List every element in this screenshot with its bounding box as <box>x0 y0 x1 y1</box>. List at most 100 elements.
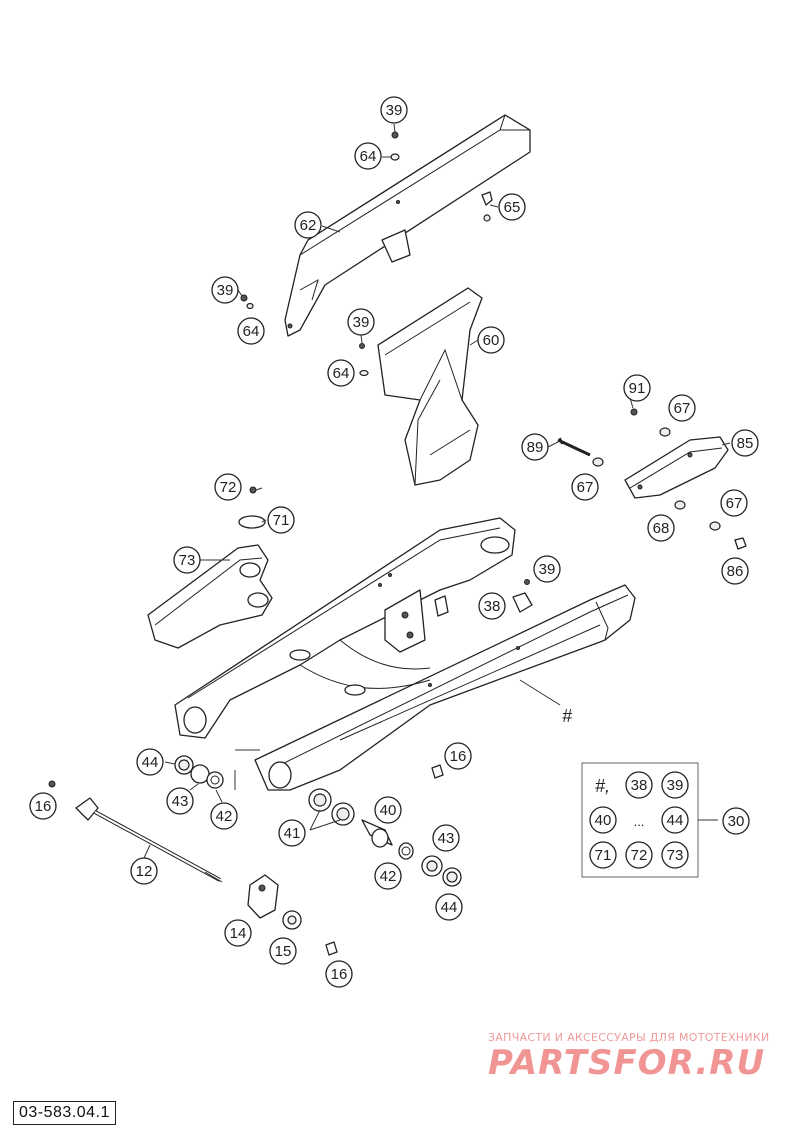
svg-text:67: 67 <box>577 479 594 496</box>
callout-44: 44 <box>435 893 463 921</box>
svg-text:64: 64 <box>333 365 350 382</box>
callout-42: 42 <box>210 802 238 830</box>
svg-text:60: 60 <box>483 332 500 349</box>
assembly-marker: # <box>562 706 573 726</box>
svg-text:39: 39 <box>386 102 403 119</box>
callout-16: 16 <box>444 742 472 770</box>
svg-text:14: 14 <box>230 925 247 942</box>
svg-text:62: 62 <box>300 217 317 234</box>
callout-40: 40 <box>374 796 402 824</box>
callout-67: 67 <box>668 394 696 422</box>
svg-text:42: 42 <box>216 808 233 825</box>
chain-guide-part <box>624 436 729 499</box>
callout-39: 39 <box>380 96 408 124</box>
svg-text:86: 86 <box>727 563 744 580</box>
callout-42: 42 <box>374 862 402 890</box>
callout-72: 72 <box>214 473 242 501</box>
callout-15: 15 <box>269 937 297 965</box>
callout-leaders <box>143 123 731 859</box>
callout-14: 14 <box>224 919 252 947</box>
svg-text:30: 30 <box>728 813 745 830</box>
callout-44: 44 <box>136 748 164 776</box>
svg-text:41: 41 <box>284 825 301 842</box>
svg-text:72: 72 <box>220 479 237 496</box>
callout-73: 73 <box>173 546 201 574</box>
swingarm-part <box>174 517 636 791</box>
callout-60: 60 <box>477 326 505 354</box>
callout-41: 41 <box>278 819 306 847</box>
svg-text:44: 44 <box>667 812 684 829</box>
callout-64: 64 <box>327 359 355 387</box>
callout-39: 39 <box>347 308 375 336</box>
svg-text:16: 16 <box>450 748 467 765</box>
callout-12: 12 <box>130 857 158 885</box>
left-pivot-bushings <box>174 749 260 790</box>
callout-16: 16 <box>29 792 57 820</box>
guide-bolt-part <box>557 437 604 467</box>
svg-text:16: 16 <box>331 966 348 983</box>
kit-item-38: 38 <box>625 771 653 799</box>
kit-item-71: 71 <box>589 841 617 869</box>
callout-38: 38 <box>478 592 506 620</box>
svg-text:72: 72 <box>631 847 648 864</box>
kit-ellipsis: ... <box>634 814 645 829</box>
kit-item-44: 44 <box>661 806 689 834</box>
svg-text:38: 38 <box>484 598 501 615</box>
svg-text:71: 71 <box>273 512 290 529</box>
chain-slider-part <box>377 287 483 486</box>
kit-item-72: 72 <box>625 841 653 869</box>
svg-text:73: 73 <box>179 552 196 569</box>
callout-64: 64 <box>237 317 265 345</box>
svg-text:40: 40 <box>380 802 397 819</box>
svg-text:67: 67 <box>726 495 743 512</box>
svg-text:71: 71 <box>595 847 612 864</box>
callout-91: 91 <box>623 374 651 402</box>
callout-89: 89 <box>521 433 549 461</box>
svg-text:16: 16 <box>35 798 52 815</box>
watermark-subtitle: ЗАПЧАСТИ И АКСЕССУАРЫ ДЛЯ МОТОТЕХНИКИ <box>488 1031 770 1044</box>
svg-text:39: 39 <box>217 282 234 299</box>
callout-71: 71 <box>267 506 295 534</box>
small-hardware <box>238 131 747 613</box>
svg-text:42: 42 <box>380 868 397 885</box>
svg-text:44: 44 <box>142 754 159 771</box>
svg-text:65: 65 <box>504 199 521 216</box>
svg-text:43: 43 <box>172 793 189 810</box>
svg-text:68: 68 <box>653 520 670 537</box>
pivot-axle-part <box>48 780 223 883</box>
svg-text:39: 39 <box>667 777 684 794</box>
callout-85: 85 <box>731 429 759 457</box>
callout-67: 67 <box>720 489 748 517</box>
callouts: 39 64 65 62 39 64 39 60 64 91 67 89 85 6… <box>29 96 759 988</box>
svg-text:43: 43 <box>438 830 455 847</box>
svg-text:38: 38 <box>631 777 648 794</box>
svg-text:39: 39 <box>353 314 370 331</box>
svg-text:12: 12 <box>136 863 153 880</box>
callout-43: 43 <box>166 787 194 815</box>
svg-text:73: 73 <box>667 847 684 864</box>
kit-item-40: 40 <box>589 806 617 834</box>
callout-16: 16 <box>325 960 353 988</box>
callout-86: 86 <box>721 557 749 585</box>
linkage-plate-part <box>147 544 273 649</box>
right-pivot-components <box>308 788 462 887</box>
svg-text:44: 44 <box>441 899 458 916</box>
kit-box <box>581 762 718 878</box>
callout-30: 30 <box>722 807 750 835</box>
svg-text:91: 91 <box>629 380 646 397</box>
chain-guard-part <box>284 114 531 337</box>
watermark-logo: PARTSFOR.RU <box>488 1043 766 1083</box>
svg-text:40: 40 <box>595 812 612 829</box>
svg-text:67: 67 <box>674 400 691 417</box>
svg-text:39: 39 <box>539 561 556 578</box>
svg-text:64: 64 <box>360 148 377 165</box>
document-number: 03-583.04.1 <box>13 1101 116 1125</box>
kit-item-73: 73 <box>661 841 689 869</box>
callout-39: 39 <box>211 276 239 304</box>
callout-67: 67 <box>571 473 599 501</box>
callout-43: 43 <box>432 824 460 852</box>
pivot-plate-parts <box>247 764 444 956</box>
callout-65: 65 <box>498 193 526 221</box>
svg-text:85: 85 <box>737 435 754 452</box>
